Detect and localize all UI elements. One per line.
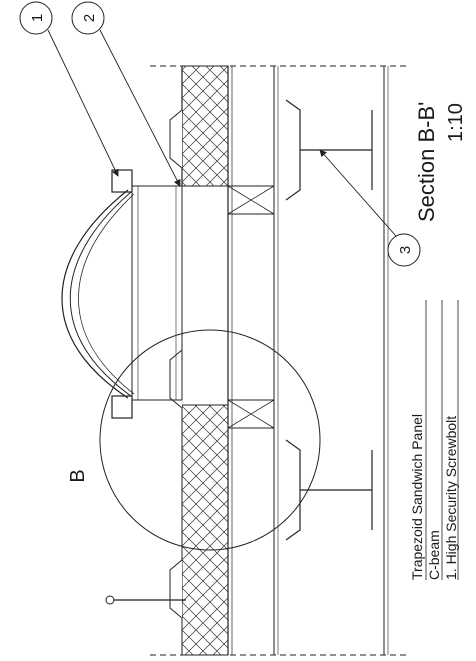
legend-line-2: C-beam (426, 530, 442, 580)
callout-2-bubble (71, 1, 105, 35)
callout-3-label: 3 (397, 246, 414, 254)
callout-2-leader (99, 29, 181, 187)
c-beam-bottom (285, 439, 373, 541)
callout-1-bubble (19, 1, 53, 35)
legend-line-3: 1. High Security Screwbolt (443, 416, 459, 580)
detail-circle-b (99, 329, 321, 551)
section-title: Section B-B' (414, 102, 439, 222)
callout-3-bubble (387, 233, 421, 267)
c-beam-top (285, 99, 373, 201)
trapezoid-rib-3 (169, 559, 183, 619)
skylight-dome-outer (61, 189, 129, 399)
legend-line-1: Trapezoid Sandwich Panel (409, 414, 425, 580)
callout-3-leader (319, 149, 397, 237)
clamp-profile-bottom (111, 395, 133, 419)
skylight-frame (131, 185, 183, 401)
clamp-profile-top (111, 169, 133, 193)
callout-1-label: 1 (29, 14, 46, 22)
skylight-dome-mid (69, 191, 132, 397)
skylight-dome-inner (78, 193, 135, 395)
callout-2-label: 2 (81, 14, 98, 22)
callout-1-leader (47, 29, 119, 177)
detail-label: B (67, 469, 89, 482)
insulation-band-bottom (181, 404, 229, 656)
trapezoid-rib-1 (169, 109, 183, 169)
insulation-band-top (181, 65, 229, 187)
section-scale: 1:10 (445, 103, 467, 142)
